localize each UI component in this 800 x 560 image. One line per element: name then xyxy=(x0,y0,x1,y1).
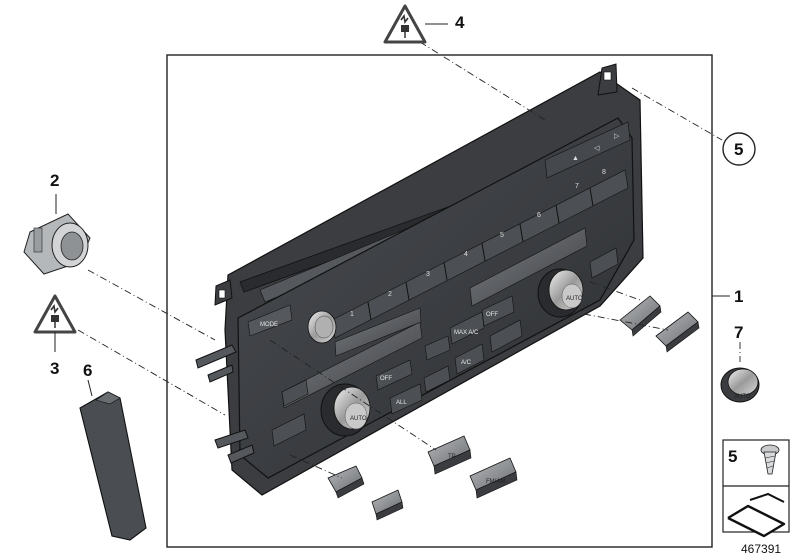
display-strip-top xyxy=(334,307,422,357)
esd-warning-icon xyxy=(33,294,77,352)
preset-digit-3: 3 xyxy=(426,271,430,278)
button-cap-right-lower xyxy=(655,311,700,353)
legend-box: 5 xyxy=(722,439,790,538)
preset-digit-2: 2 xyxy=(388,291,392,298)
off-right-label: OFF xyxy=(486,312,498,318)
ac-label: A/C xyxy=(461,360,472,366)
document-number: 467391 xyxy=(741,542,781,556)
mode-button-label: MODE xyxy=(260,322,278,328)
preset-digit-8: 8 xyxy=(602,169,606,176)
legend-callout-5: 5 xyxy=(728,447,737,466)
button-cap-seat-left xyxy=(327,465,365,499)
mounting-pins xyxy=(195,344,255,464)
display-strip-right xyxy=(469,227,588,307)
leader-lines xyxy=(77,41,741,479)
next-icon: ▷ xyxy=(614,133,620,140)
callout-3: 3 xyxy=(50,359,59,378)
knob-cap-part: AUTO xyxy=(720,367,760,403)
prev-icon: ◁ xyxy=(594,145,600,152)
button-cap-fm-am: FM/AM xyxy=(469,457,518,499)
preset-digit-4: 4 xyxy=(464,251,468,258)
esd-warning-icon xyxy=(383,4,448,44)
fm-am-label: FM/AM xyxy=(486,479,505,485)
auto-label-right: AUTO xyxy=(566,296,583,302)
climate-control-panel: ▲ ◁ ▷ 1 2 3 4 5 6 7 8 MODE xyxy=(195,63,644,496)
button-cap-left-lower xyxy=(371,489,404,521)
screw-icon xyxy=(760,444,780,475)
climate-knob-right: AUTO xyxy=(537,268,584,318)
rotary-bushing-part xyxy=(23,194,91,275)
callout-1: 1 xyxy=(734,287,743,306)
button-cap-right-upper xyxy=(619,295,662,337)
button-cap-tp: TP xyxy=(427,435,472,475)
max-ac-label: MAX A/C xyxy=(454,330,479,336)
callout-6: 6 xyxy=(83,361,92,380)
callout-7: 7 xyxy=(734,323,743,342)
tp-label: TP xyxy=(448,454,456,460)
callout-4: 4 xyxy=(455,13,465,32)
bracket-icon xyxy=(727,492,786,538)
callout-5-circle: 5 xyxy=(722,132,756,166)
auto-knob-label: AUTO xyxy=(734,394,751,400)
preset-digit-6: 6 xyxy=(537,212,541,219)
preset-digit-5: 5 xyxy=(500,232,504,239)
climate-knob-left: AUTO xyxy=(320,383,371,437)
all-label: ALL xyxy=(396,400,407,406)
volume-knob xyxy=(307,310,337,344)
auto-label-left: AUTO xyxy=(350,416,367,422)
assembly-frame xyxy=(166,54,713,548)
eject-icon: ▲ xyxy=(572,155,579,162)
climate-buttons: OFF ALL MAX A/C A/C OFF xyxy=(271,247,619,447)
preset-digit-7: 7 xyxy=(575,183,579,190)
preset-digit-1: 1 xyxy=(350,311,354,318)
callout-5: 5 xyxy=(734,140,743,159)
side-trim-part xyxy=(79,379,147,541)
off-left-label: OFF xyxy=(380,376,392,382)
callout-2: 2 xyxy=(50,171,59,190)
